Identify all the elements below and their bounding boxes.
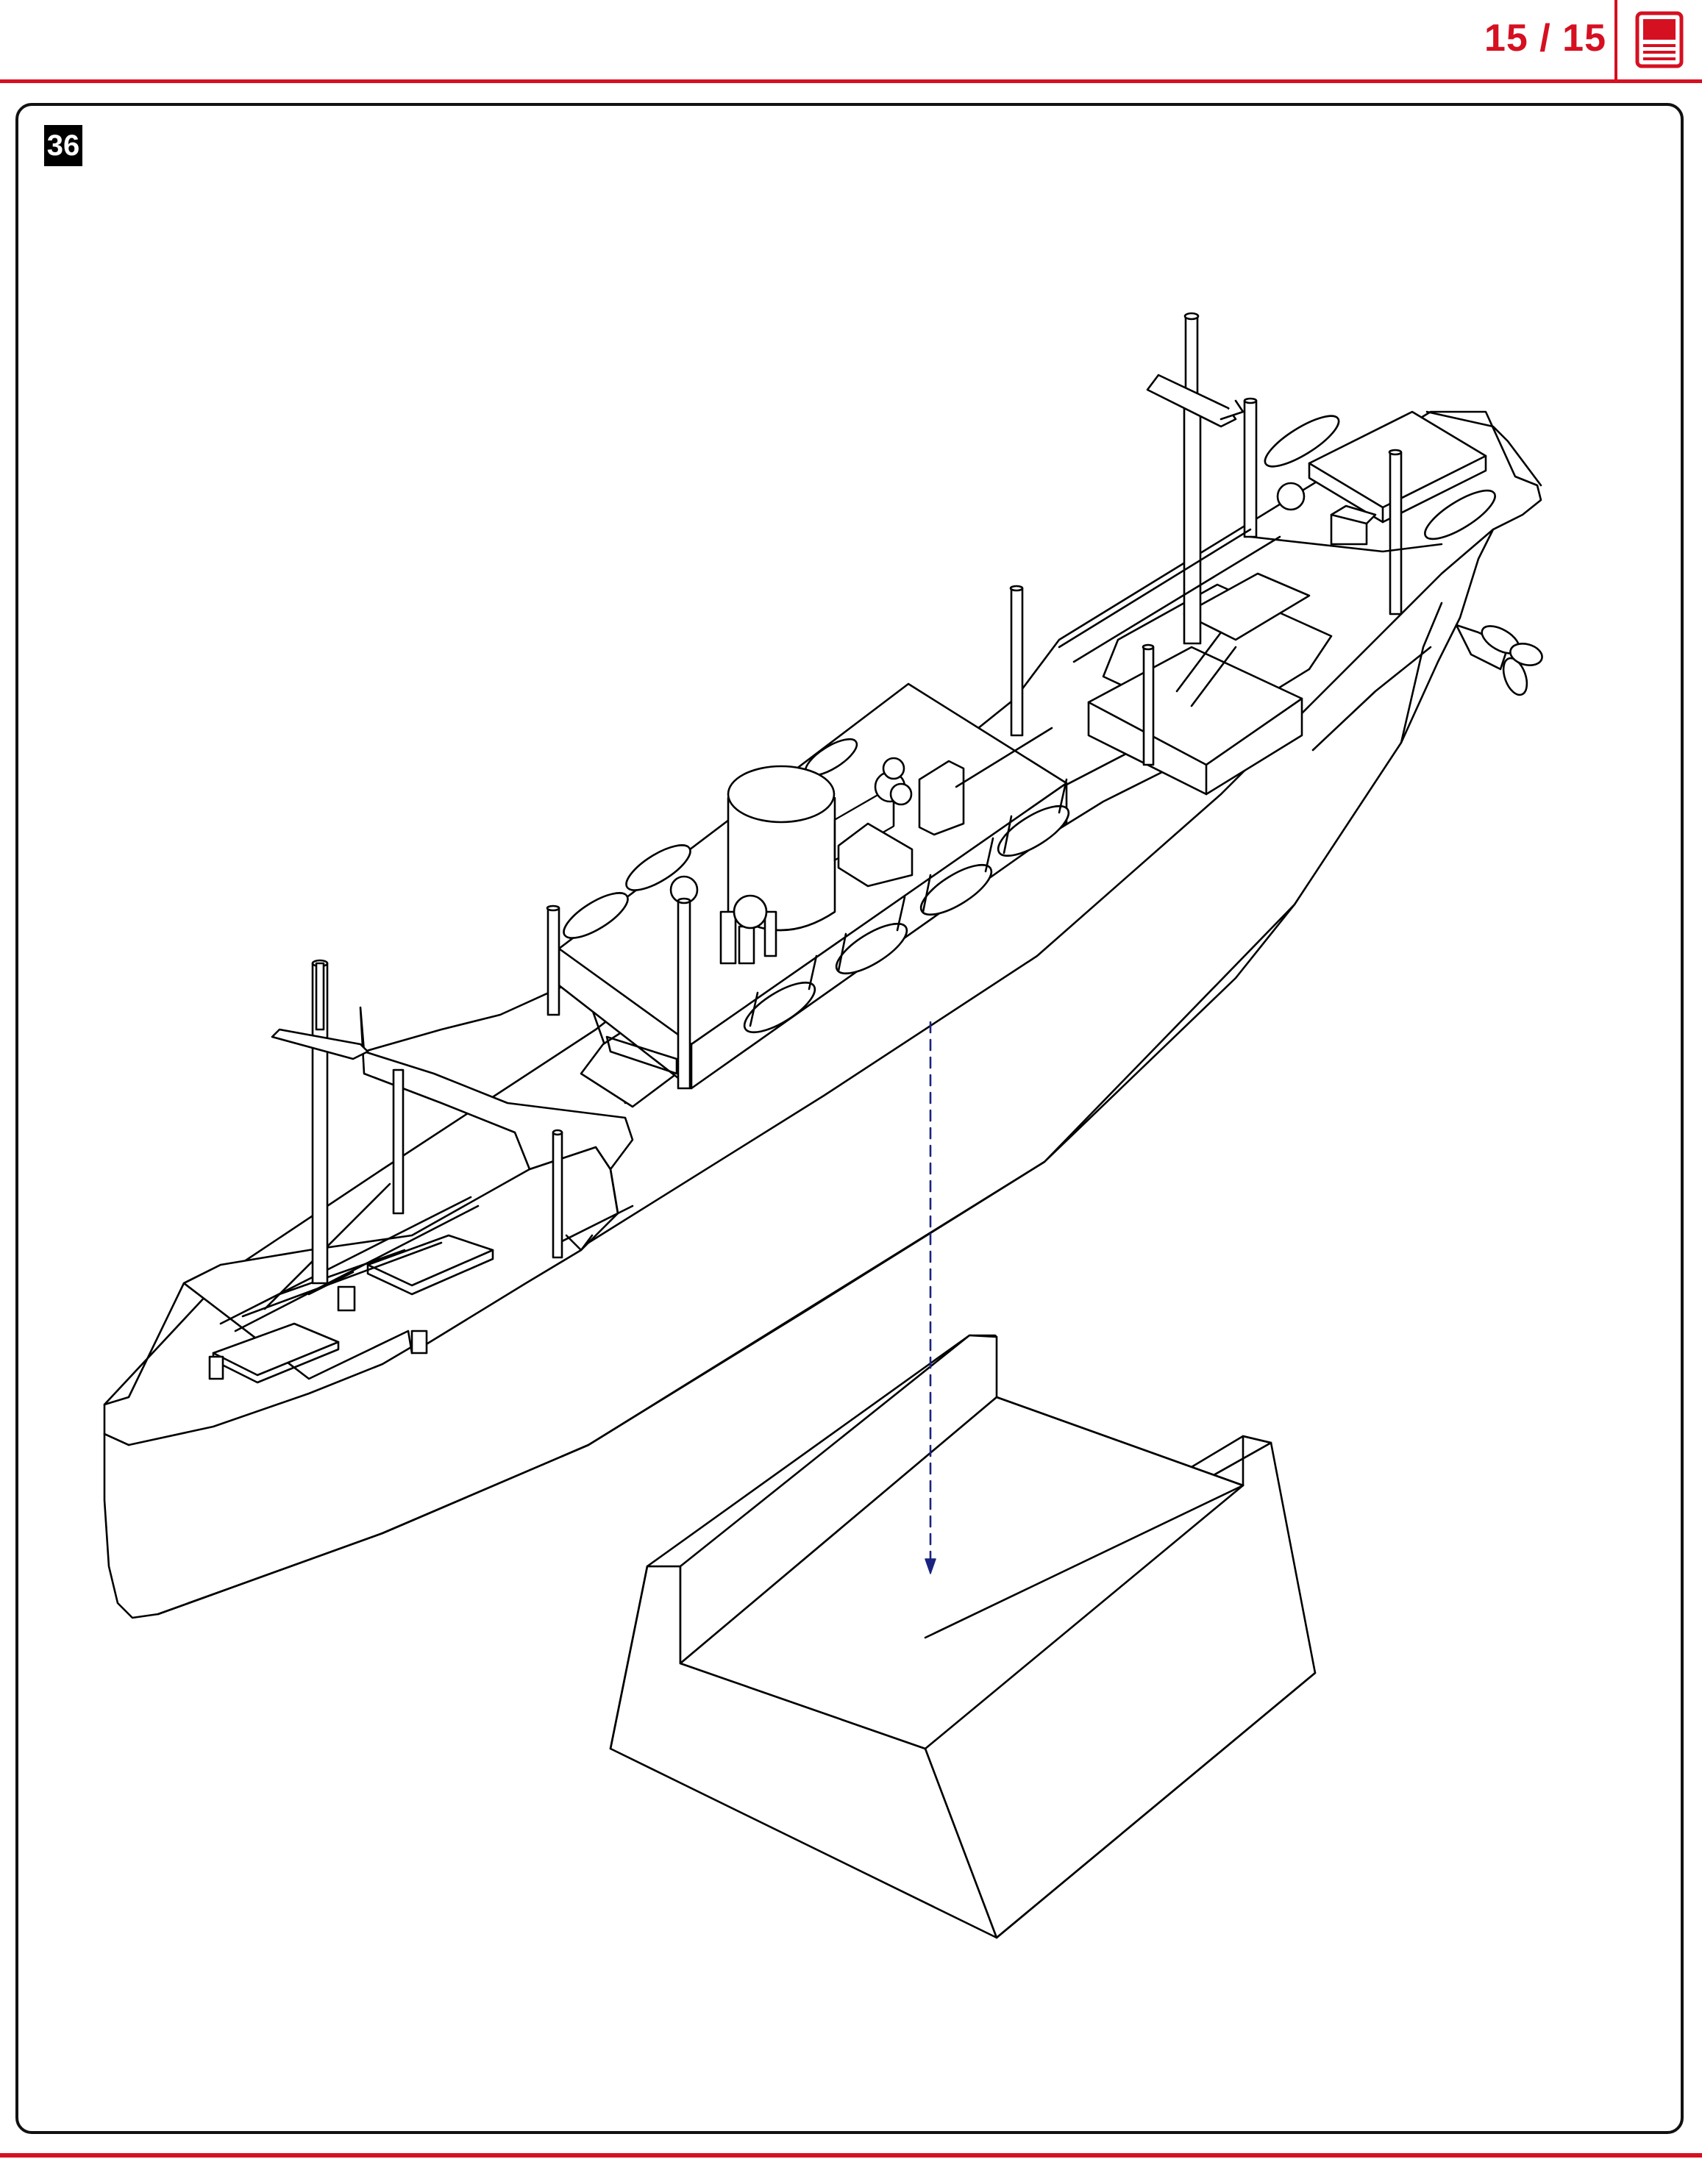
forecastle-deck: [182, 977, 634, 1384]
aft-section: [955, 312, 1543, 796]
footer-rule: [0, 2153, 1702, 2158]
midship-superstructure: [546, 682, 1178, 1108]
document-icon[interactable]: [1634, 10, 1687, 71]
header-divider: [1614, 0, 1617, 81]
page-counter: 15 / 15: [1484, 17, 1606, 60]
placement-arrow: [925, 1021, 936, 1574]
step-number-badge: 36: [44, 125, 82, 166]
forward-mast: [208, 959, 563, 1380]
header-rule: [0, 79, 1702, 83]
display-stand: [609, 1334, 1317, 1939]
instruction-panel: [15, 103, 1684, 2134]
